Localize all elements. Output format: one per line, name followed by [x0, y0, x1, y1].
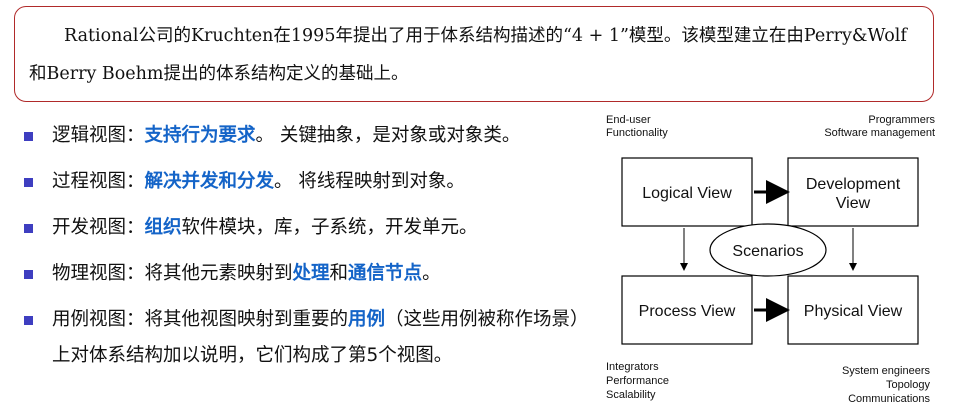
- bullet-highlight: 解决并发和分发: [144, 171, 275, 192]
- bullet-square-icon: [24, 224, 33, 233]
- bullet-lead: 逻辑视图：: [52, 125, 145, 146]
- process-view-label: Process View: [639, 303, 736, 320]
- development-view-label-1: Development: [806, 176, 901, 193]
- development-view-label-2: View: [836, 195, 871, 212]
- intro-text: Rational公司的Kruchten在1995年提出了用于体系结构描述的“4 …: [29, 26, 907, 84]
- bullet-lead: 物理视图：将其他元素映射到: [52, 263, 293, 284]
- note-scalability: Scalability: [606, 389, 656, 401]
- note-programmers: Programmers: [868, 114, 935, 126]
- note-software-management: Software management: [824, 127, 935, 139]
- bullet-lead: 过程视图：: [52, 171, 145, 192]
- note-performance: Performance: [606, 375, 669, 387]
- bullet-highlight: 处理: [292, 263, 330, 284]
- physical-view-box: [787, 275, 919, 345]
- four-plus-one-diagram: End-user Functionality Programmers Softw…: [600, 108, 950, 419]
- bullet-highlight: 组织: [144, 217, 182, 238]
- scenarios-ellipse: [709, 223, 827, 277]
- bullet-rest: （这些用例被称作场景）上对体系结构加以说明，它们构成了第5个视图。: [52, 309, 589, 366]
- scenarios-label: Scenarios: [732, 243, 803, 260]
- bullet-process-view: 过程视图：解决并发和分发。 将线程映射到对象。: [24, 164, 604, 200]
- bullet-highlight-2: 通信节点: [348, 263, 423, 284]
- intro-box: Rational公司的Kruchten在1995年提出了用于体系结构描述的“4 …: [14, 6, 934, 102]
- bullet-highlight: 用例: [348, 309, 386, 330]
- bullet-list: 逻辑视图：支持行为要求。 关键抽象，是对象或对象类。 过程视图：解决并发和分发。…: [24, 118, 604, 384]
- bullet-use-case-view: 用例视图：将其他视图映射到重要的用例（这些用例被称作场景）上对体系结构加以说明，…: [24, 302, 604, 374]
- bullet-highlight: 支持行为要求: [144, 125, 256, 146]
- bullet-square-icon: [24, 270, 33, 279]
- bullet-development-view: 开发视图：组织软件模块，库，子系统，开发单元。: [24, 210, 604, 246]
- process-view-box: [621, 275, 753, 345]
- physical-view-label: Physical View: [804, 303, 903, 320]
- bullet-rest: 。 关键抽象，是对象或对象类。: [255, 125, 521, 146]
- note-end-user: End-user: [606, 114, 651, 126]
- bullet-rest: 。 将线程映射到对象。: [274, 171, 465, 192]
- bullet-rest: 软件模块，库，子系统，开发单元。: [181, 217, 478, 238]
- bullet-physical-view: 物理视图：将其他元素映射到处理和通信节点。: [24, 256, 604, 292]
- note-integrators: Integrators: [606, 361, 659, 373]
- development-view-box: [787, 157, 919, 227]
- logical-view-label: Logical View: [642, 185, 732, 202]
- logical-view-box: [621, 157, 753, 227]
- bullet-square-icon: [24, 178, 33, 187]
- bullet-square-icon: [24, 316, 33, 325]
- bullet-mid: 和: [329, 263, 349, 284]
- note-functionality: Functionality: [606, 127, 668, 139]
- note-system-engineers: System engineers: [842, 365, 931, 377]
- bullet-logical-view: 逻辑视图：支持行为要求。 关键抽象，是对象或对象类。: [24, 118, 604, 154]
- bullet-lead: 开发视图：: [52, 217, 145, 238]
- bullet-rest: 。: [422, 263, 441, 284]
- note-communications: Communications: [848, 393, 930, 405]
- note-topology: Topology: [886, 379, 931, 391]
- bullet-square-icon: [24, 132, 33, 141]
- bullet-lead: 用例视图：将其他视图映射到重要的: [52, 309, 349, 330]
